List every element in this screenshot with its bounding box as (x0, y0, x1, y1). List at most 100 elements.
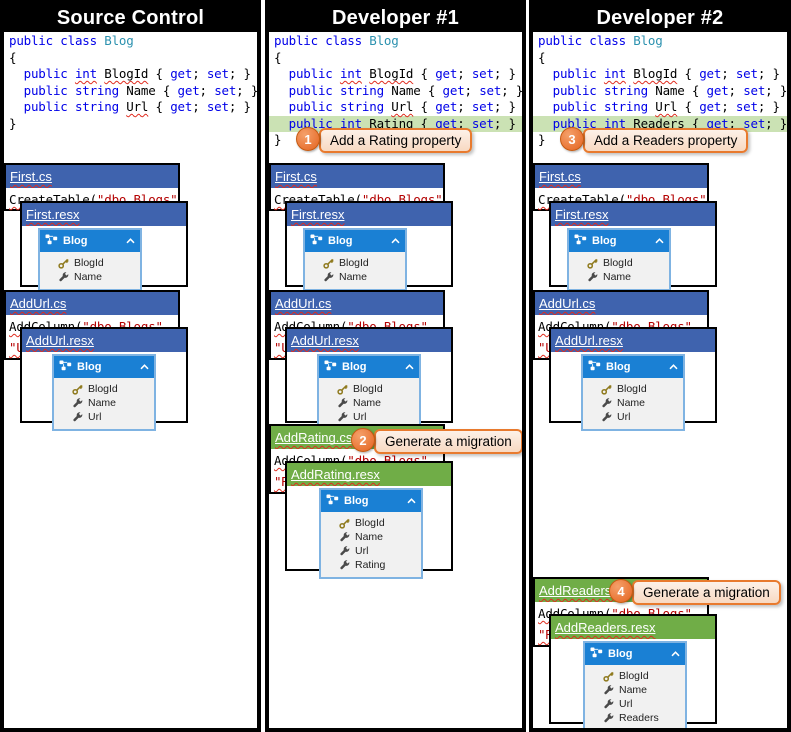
wrench-icon (338, 397, 348, 407)
code-line: } (538, 132, 546, 147)
callout-step-4: 4 (609, 579, 633, 603)
entity-table-header[interactable]: Blog (583, 356, 683, 378)
file-title-bar: AddUrl.cs (271, 292, 443, 315)
callout-step-1: 1 (296, 127, 320, 151)
highlighted-code-line: public int Rating { get; set; } (269, 115, 522, 132)
entity-property-row[interactable]: Name (321, 530, 421, 544)
callout-label-3: Add a Readers property (583, 128, 749, 153)
column-source-control: Source Control public class Blog{ public… (0, 0, 261, 732)
code-line: { (9, 49, 17, 65)
file-title: AddUrl.resx (555, 333, 623, 348)
chevron-up-icon[interactable] (140, 364, 149, 370)
entity-name: Blog (63, 235, 88, 247)
entity-name: Blog (342, 361, 367, 373)
column-body: public class Blog{ public int BlogId { g… (269, 32, 522, 728)
code-line: public class Blog (9, 33, 134, 48)
file-title-bar: AddUrl.resx (551, 329, 715, 352)
entity-property-row[interactable]: Name (583, 396, 683, 410)
property-name: Name (339, 271, 368, 283)
entity-property-row[interactable]: Name (319, 396, 419, 410)
property-name: Name (74, 271, 103, 283)
property-name: Name (619, 684, 648, 696)
property-name: BlogId (603, 257, 633, 269)
entity-property-row[interactable]: Url (54, 410, 154, 424)
chevron-up-icon[interactable] (405, 364, 414, 370)
chevron-up-icon[interactable] (671, 651, 680, 657)
column-header: Source Control (4, 4, 257, 32)
code-line: public int BlogId { get; set; } (288, 66, 516, 81)
wrench-icon (604, 698, 614, 708)
key-icon (323, 258, 334, 269)
property-name: BlogId (617, 383, 647, 395)
entity-property-row[interactable]: Name (305, 270, 405, 284)
column-developer-2: Developer #2 public class Blog{ public i… (529, 0, 791, 732)
file-title-bar: AddRating.resx (287, 463, 451, 486)
entity-table-header[interactable]: Blog (40, 230, 140, 252)
entity-property-row[interactable]: Name (54, 396, 154, 410)
file-title: First.cs (275, 169, 317, 184)
entity-table-header[interactable]: Blog (54, 356, 154, 378)
entity-icon (574, 232, 587, 250)
entity-property-row[interactable]: Rating (321, 558, 421, 572)
entity-table-header[interactable]: Blog (585, 643, 685, 665)
entity-property-row[interactable]: Name (585, 683, 685, 697)
callout-step-2: 2 (351, 428, 375, 452)
entity-icon (590, 645, 603, 663)
file-title-bar: First.resx (22, 203, 186, 226)
entity-property-row[interactable]: Name (569, 270, 669, 284)
wrench-icon (588, 271, 598, 281)
entity-property-row[interactable]: Readers (585, 711, 685, 725)
entity-table-header[interactable]: Blog (321, 490, 421, 512)
entity-icon (45, 232, 58, 250)
property-name: BlogId (74, 257, 104, 269)
chevron-up-icon[interactable] (407, 498, 416, 504)
property-name: BlogId (353, 383, 383, 395)
entity-property-row[interactable]: Url (585, 697, 685, 711)
chevron-up-icon[interactable] (655, 238, 664, 244)
entity-property-row[interactable]: BlogId (305, 256, 405, 270)
file-title: First.resx (26, 207, 80, 222)
entity-property-row[interactable]: BlogId (54, 382, 154, 396)
entity-property-row[interactable]: Url (583, 410, 683, 424)
chevron-up-icon[interactable] (669, 364, 678, 370)
entity-property-row[interactable]: BlogId (583, 382, 683, 396)
entity-table-header[interactable]: Blog (305, 230, 405, 252)
code-line: public string Name { get; set; } (552, 82, 788, 98)
highlighted-code-line: public int Readers { get; set; } (533, 115, 787, 132)
entity-icon (588, 358, 601, 376)
code-line: public string Url { get; set; } (288, 99, 516, 114)
file-title-bar: First.cs (6, 165, 178, 188)
entity-table-header[interactable]: Blog (319, 356, 419, 378)
entity-property-row[interactable]: Name (40, 270, 140, 284)
property-name: Rating (355, 559, 386, 571)
key-icon (337, 384, 348, 395)
class-code-snippet: public class Blog{ public int BlogId { g… (4, 33, 257, 132)
callout-label-4: Generate a migration (632, 580, 781, 605)
file-title: AddReaders.cs (539, 583, 628, 598)
callout-text: Generate a migration (385, 434, 512, 449)
property-name: Url (355, 545, 369, 557)
chevron-up-icon[interactable] (126, 238, 135, 244)
entity-property-row[interactable]: Url (321, 544, 421, 558)
entity-property-row[interactable]: BlogId (40, 256, 140, 270)
file-title-bar: AddUrl.resx (287, 329, 451, 352)
entity-property-row[interactable]: BlogId (569, 256, 669, 270)
file-title-bar: AddUrl.cs (6, 292, 178, 315)
property-name: Url (353, 411, 367, 423)
key-icon (72, 384, 83, 395)
entity-property-row[interactable]: BlogId (585, 669, 685, 683)
entity-property-row[interactable]: BlogId (321, 516, 421, 530)
entity-property-row[interactable]: Url (319, 410, 419, 424)
chevron-up-icon[interactable] (391, 238, 400, 244)
entity-property-row[interactable]: BlogId (319, 382, 419, 396)
entity-name: Blog (344, 495, 369, 507)
entity-table-header[interactable]: Blog (569, 230, 669, 252)
